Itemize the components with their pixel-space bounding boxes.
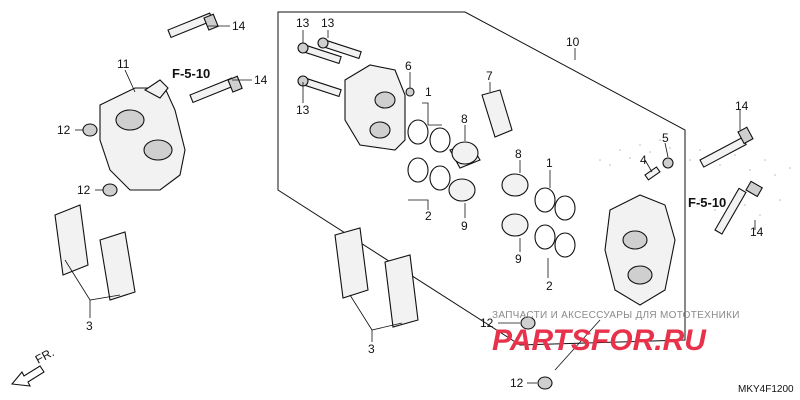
left-caliper-body (99, 79, 186, 191)
callout-10: 10 (566, 35, 580, 49)
right-bleeder-cap-lower (537, 376, 553, 390)
caliper-kit-boundary (277, 11, 686, 346)
callout-1-upper: 1 (425, 85, 432, 99)
kit-caliper-half (344, 64, 406, 151)
callout-3-center: 3 (368, 342, 375, 356)
callout-2-upper: 2 (425, 209, 432, 223)
front-direction-label: FR. (33, 345, 57, 366)
left-brake-pad-set (54, 204, 136, 301)
watermark-brand: PARTSFOR.RU (492, 324, 707, 357)
callout-8-upper: 8 (461, 112, 468, 126)
front-direction-arrow-icon (10, 365, 45, 387)
reference-code-right: F-5-10 (688, 195, 726, 210)
callout-11: 11 (117, 57, 130, 71)
leader-lines (64, 25, 756, 384)
right-caliper-bolt-lower (714, 180, 764, 235)
callout-12-right-upper: 12 (480, 316, 494, 330)
callout-7: 7 (486, 69, 493, 83)
kit-piston-lower (448, 178, 476, 202)
callout-12-left-lower: 12 (77, 183, 91, 197)
callout-13-a: 13 (296, 16, 310, 30)
callout-13-b: 13 (321, 16, 335, 30)
kit-bolt-lower (297, 75, 342, 98)
left-caliper-bolt-lower (189, 75, 243, 104)
callout-14-upper-left: 14 (232, 19, 246, 33)
callout-8-right: 8 (515, 147, 522, 161)
kit-bleeder-cap (405, 87, 415, 97)
callout-6: 6 (405, 59, 412, 73)
kit-piston-right-upper (501, 173, 529, 197)
callout-9-right: 9 (515, 252, 522, 266)
kit-bolt-upper-b (317, 37, 362, 60)
callout-12-left-upper: 12 (57, 123, 71, 137)
callout-4: 4 (640, 153, 647, 167)
callout-13-c: 13 (296, 103, 310, 117)
callout-2-right: 2 (546, 279, 553, 293)
left-bleeder-cap-upper (82, 123, 98, 137)
callout-5: 5 (662, 131, 669, 145)
left-caliper-bolt-upper (167, 12, 219, 39)
right-caliper-bolt-upper (699, 126, 754, 168)
kit-piston-right-lower (501, 213, 529, 237)
kit-bleeder-screw (644, 166, 661, 181)
callout-14-upper-right: 14 (735, 99, 749, 113)
callout-12-right-lower: 12 (510, 376, 524, 390)
kit-seal-set-right (534, 187, 576, 258)
kit-seal-set-upper (407, 119, 451, 191)
center-brake-pad-set (334, 227, 419, 328)
watermark-tagline: ЗАПЧАСТИ И АКСЕССУАРЫ ДЛЯ МОТОТЕХНИКИ (492, 310, 740, 321)
diagram-code: MKY4F1200 (738, 384, 794, 395)
background-shading (599, 139, 791, 216)
kit-bleeder-cap-right (662, 157, 674, 169)
callout-14-lower-right: 14 (750, 225, 764, 239)
callout-14-lower-left: 14 (254, 73, 268, 87)
callout-1-right: 1 (546, 156, 553, 170)
kit-pad-spring (481, 89, 513, 138)
kit-piston-upper (449, 141, 481, 169)
right-bleeder-cap-upper (520, 316, 536, 330)
kit-bolt-upper-a (297, 42, 342, 65)
callout-9-upper: 9 (461, 219, 468, 233)
left-bleeder-cap-lower (102, 183, 118, 197)
callout-3-left: 3 (86, 319, 93, 333)
reference-code-left: F-5-10 (172, 66, 210, 81)
right-caliper-body (604, 194, 676, 306)
